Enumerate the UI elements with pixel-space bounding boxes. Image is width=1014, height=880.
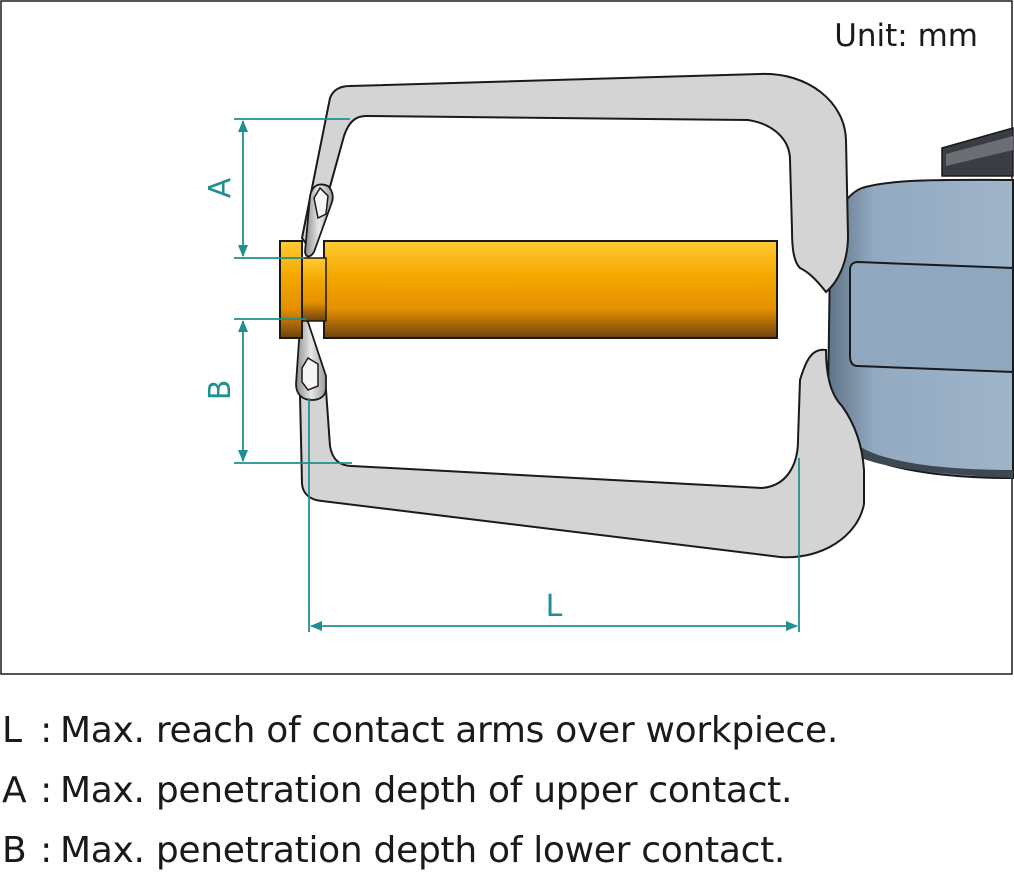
lower-contact-arm <box>298 348 865 559</box>
caliper-diagram: A B L Unit: mm <box>0 0 1014 675</box>
legend-key-a: A <box>2 769 27 811</box>
legend-key-b: B <box>2 829 27 871</box>
legend-separator: : <box>40 829 52 871</box>
legend-text-l: Max. reach of contact arms over workpiec… <box>60 709 839 751</box>
dimension-a-label: A <box>203 177 238 198</box>
legend-item-l: L : Max. reach of contact arms over work… <box>0 700 1014 760</box>
dimension-a: A <box>203 118 350 259</box>
legend-item-a: A : Max. penetration depth of upper cont… <box>0 760 1014 820</box>
legend-item-b: B : Max. penetration depth of lower cont… <box>0 820 1014 880</box>
legend-text-b: Max. penetration depth of lower contact. <box>60 829 786 871</box>
legend-key-l: L <box>2 709 22 751</box>
legend: L : Max. reach of contact arms over work… <box>0 700 1014 880</box>
legend-separator: : <box>40 709 52 751</box>
dimension-b: B <box>203 318 352 464</box>
workpiece <box>279 240 778 339</box>
legend-separator: : <box>40 769 52 811</box>
upper-contact-arm <box>300 72 850 294</box>
unit-label: Unit: mm <box>834 18 978 54</box>
legend-text-a: Max. penetration depth of upper contact. <box>60 769 793 811</box>
dimension-l: L <box>308 398 800 632</box>
diagram-frame: A B L Unit: mm <box>0 0 1014 675</box>
dimension-b-label: B <box>203 380 238 401</box>
gauge-body <box>826 127 1014 480</box>
dimension-l-label: L <box>546 589 563 624</box>
